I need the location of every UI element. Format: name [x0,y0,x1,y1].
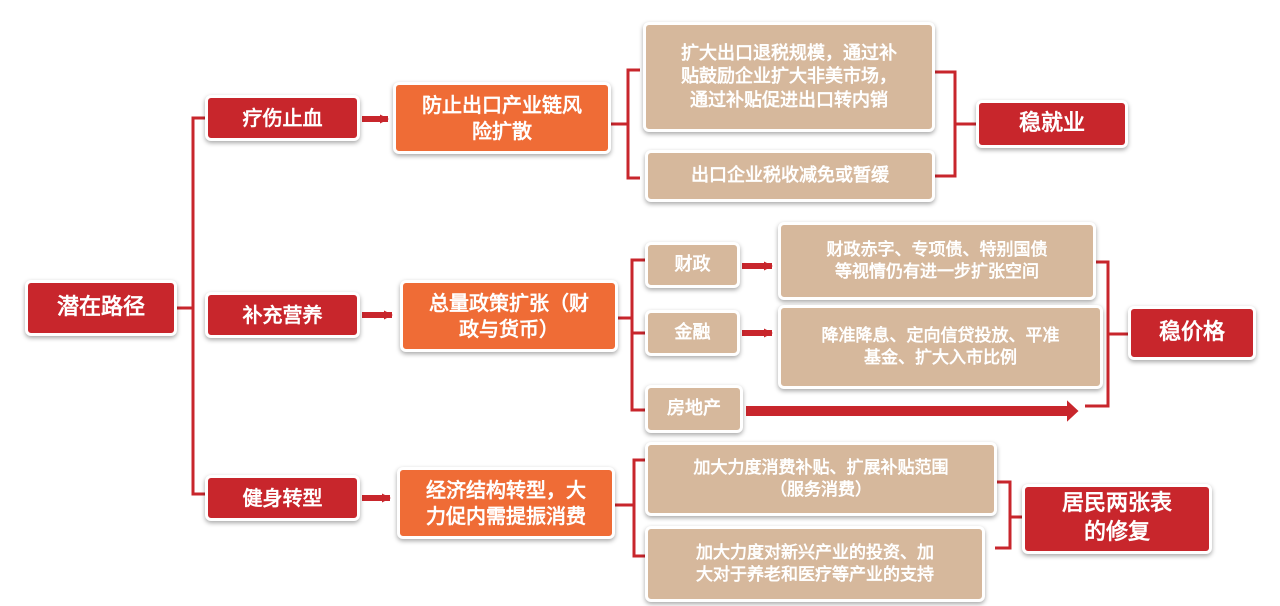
policy-macro-expansion: 总量政策扩张（财 政与货币） [400,280,618,352]
label-finance: 金融 [645,310,740,356]
measure-consumption-subsidy: 加大力度消费补贴、扩展补贴范围 （服务消费） [645,442,997,516]
measure-export-tax: 出口企业税收减免或暂缓 [645,150,935,202]
measure-industry-investment: 加大力度对新兴产业的投资、加 大对于养老和医疗等产业的支持 [645,526,985,602]
path-nourish-node: 补充营养 [205,292,360,338]
policy-structural-transition: 经济结构转型，大 力促内需提振消费 [397,467,615,539]
measure-export-subsidy: 扩大出口退税规模，通过补 贴鼓励企业扩大非美市场， 通过补贴促进出口转内销 [643,22,935,132]
goal-price: 稳价格 [1128,306,1256,360]
measure-finance: 降准降息、定向信贷投放、平准 基金、扩大入市比例 [778,305,1103,389]
goal-employment: 稳就业 [976,100,1128,148]
household-bracket [995,480,1012,550]
macro-bracket [630,258,648,412]
path-transform-node: 健身转型 [205,475,360,521]
structure-bracket [632,458,645,558]
arrow-property [744,395,1082,427]
path-heal-node: 疗伤止血 [205,95,360,141]
label-property: 房地产 [645,385,743,433]
measure-fiscal: 财政赤字、专项债、特别国债 等视情仍有进一步扩张空间 [778,222,1096,300]
employment-bracket [932,70,957,178]
goal-household-balance: 居民两张表 的修复 [1022,484,1212,554]
policy-export-chain: 防止出口产业链风 险扩散 [393,82,611,154]
export-bracket [626,68,640,180]
root-node: 潜在路径 [25,280,177,336]
label-fiscal: 财政 [645,242,740,288]
root-bracket [191,116,205,496]
